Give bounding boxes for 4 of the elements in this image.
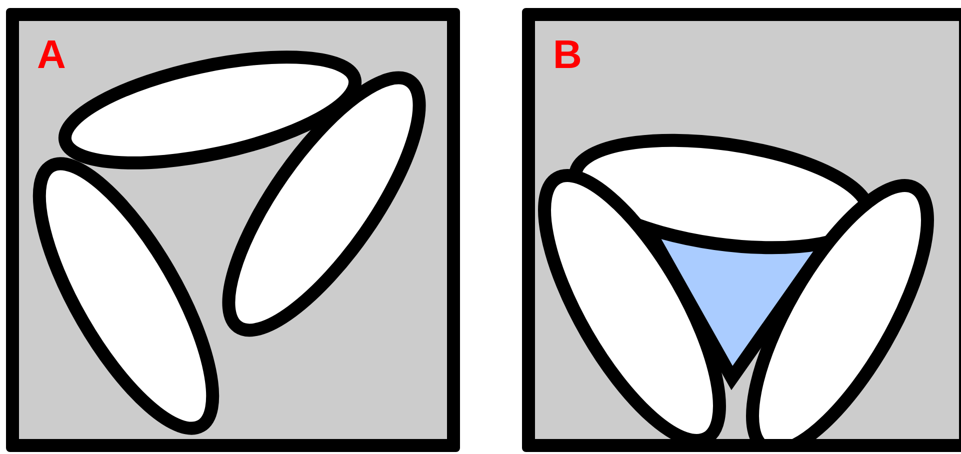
panel-frame bbox=[6, 8, 460, 452]
panel-letter: B bbox=[553, 35, 582, 75]
panel-letter: A bbox=[37, 35, 66, 75]
panel-frame bbox=[522, 8, 961, 452]
